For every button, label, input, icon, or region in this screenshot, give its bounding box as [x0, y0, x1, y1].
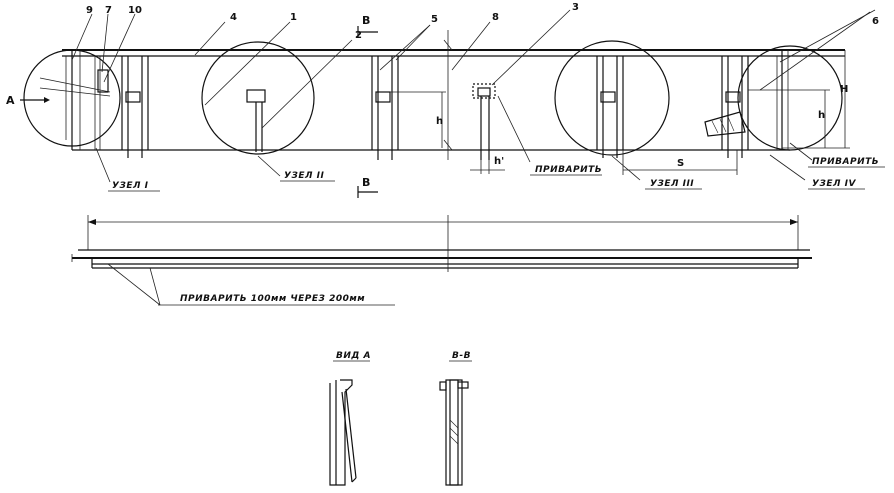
view-a-profile [329, 379, 357, 486]
callout-3: 3 [572, 2, 579, 13]
dim-h1: h' [494, 156, 504, 167]
section-mark-bottom: В [362, 176, 370, 189]
section-bb-label: В-В [452, 351, 471, 361]
callout-10: 10 [128, 5, 142, 16]
weld-label-center: ПРИВАРИТЬ [535, 165, 602, 175]
plan-view [71, 215, 812, 306]
weld-label-right: ПРИВАРИТЬ [812, 157, 879, 167]
callout-4: 4 [230, 12, 237, 23]
node-1-detail [39, 56, 111, 140]
dimension-lines [390, 50, 850, 175]
weld-label-bottom: ПРИВАРИТЬ 100мм ЧЕРЕЗ 200мм [180, 294, 365, 304]
node-2-circle [201, 41, 315, 155]
frame-elevation [62, 30, 845, 160]
node-3-label: УЗЕЛ III [650, 179, 694, 189]
section-marks [20, 26, 378, 198]
callout-5: 5 [431, 14, 438, 25]
node-2-label: УЗЕЛ II [284, 171, 324, 181]
node-4-circle [737, 45, 843, 151]
callout-8: 8 [492, 12, 499, 23]
dim-h: h [436, 116, 443, 127]
node-1-label: УЗЕЛ I [112, 181, 149, 191]
dim-S: S [677, 158, 684, 169]
view-arrow-label: А [6, 94, 15, 107]
weld-detail-center [470, 83, 531, 174]
callout-1: 1 [290, 12, 297, 23]
callout-2: 2 [355, 30, 362, 41]
view-a-label: ВИД А [336, 351, 371, 361]
callout-9: 9 [86, 5, 93, 16]
leader-lines [71, 9, 876, 183]
section-mark-top: В [362, 14, 370, 27]
dim-H: H [840, 84, 848, 95]
node-4-label: УЗЕЛ IV [812, 179, 856, 189]
callout-7: 7 [105, 5, 112, 16]
node-3-circle [554, 40, 670, 156]
callout-6: 6 [872, 16, 879, 27]
node-1-circle [23, 49, 121, 147]
section-bb-profile [439, 379, 469, 486]
dim-h2: h [818, 110, 825, 121]
